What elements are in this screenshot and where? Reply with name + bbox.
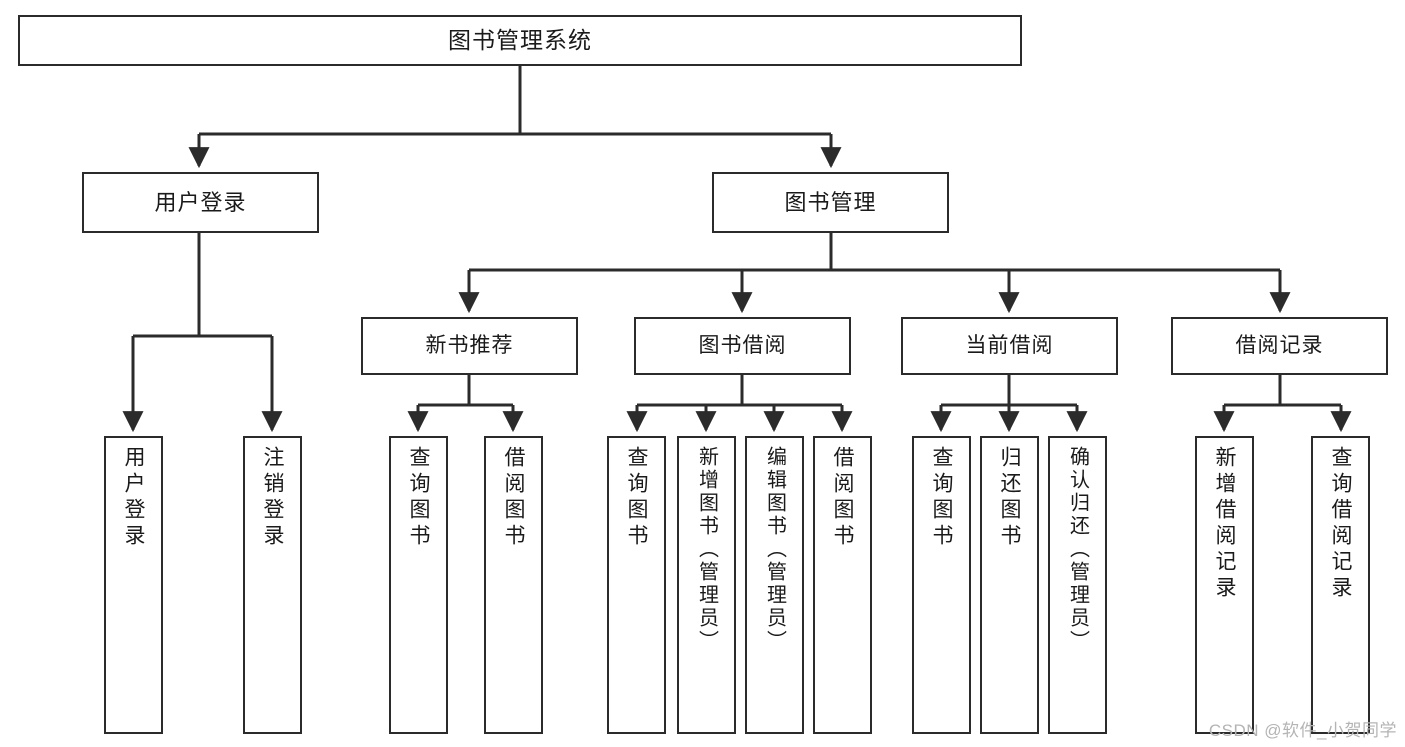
node-leaf-user-login-label: 用户登录	[122, 446, 145, 550]
node-leaf-confirm-return-label: 确认归还（管理员）	[1066, 446, 1089, 653]
node-leaf-add-record-label: 新增借阅记录	[1213, 446, 1236, 602]
node-current-borrow-label: 当前借阅	[965, 333, 1054, 357]
node-leaf-user-logout[interactable]: 注销登录	[243, 436, 302, 734]
node-leaf-query-book-1-label: 查询图书	[407, 446, 430, 550]
node-leaf-add-record[interactable]: 新增借阅记录	[1195, 436, 1254, 734]
node-leaf-query-book-3-label: 查询图书	[930, 446, 953, 550]
node-leaf-query-book-3[interactable]: 查询图书	[912, 436, 971, 734]
node-user-login-label: 用户登录	[154, 189, 247, 215]
node-leaf-confirm-return[interactable]: 确认归还（管理员）	[1048, 436, 1107, 734]
node-leaf-add-book-label: 新增图书（管理员）	[695, 446, 718, 653]
node-new-book-rec-label: 新书推荐	[425, 333, 514, 357]
node-borrow-record-label: 借阅记录	[1235, 333, 1324, 357]
node-leaf-borrow-book-1[interactable]: 借阅图书	[484, 436, 543, 734]
node-leaf-edit-book-label: 编辑图书（管理员）	[763, 446, 786, 653]
node-book-manage-label: 图书管理	[784, 189, 877, 215]
node-leaf-borrow-book-2[interactable]: 借阅图书	[813, 436, 872, 734]
node-new-book-rec[interactable]: 新书推荐	[361, 317, 578, 375]
node-book-manage[interactable]: 图书管理	[712, 172, 949, 233]
node-leaf-borrow-book-1-label: 借阅图书	[502, 446, 525, 550]
node-book-borrow[interactable]: 图书借阅	[634, 317, 851, 375]
node-book-borrow-label: 图书借阅	[698, 333, 787, 357]
node-leaf-edit-book[interactable]: 编辑图书（管理员）	[745, 436, 804, 734]
node-leaf-user-logout-label: 注销登录	[261, 446, 284, 550]
node-leaf-query-book-2-label: 查询图书	[625, 446, 648, 550]
node-leaf-query-book-1[interactable]: 查询图书	[389, 436, 448, 734]
node-current-borrow[interactable]: 当前借阅	[901, 317, 1118, 375]
watermark: CSDN @软件_小贺同学	[1208, 721, 1397, 740]
node-leaf-query-record-label: 查询借阅记录	[1329, 446, 1352, 602]
node-leaf-query-record[interactable]: 查询借阅记录	[1311, 436, 1370, 734]
node-leaf-query-book-2[interactable]: 查询图书	[607, 436, 666, 734]
node-leaf-borrow-book-2-label: 借阅图书	[831, 446, 854, 550]
node-borrow-record[interactable]: 借阅记录	[1171, 317, 1388, 375]
node-root[interactable]: 图书管理系统	[18, 15, 1022, 66]
node-leaf-return-book-label: 归还图书	[998, 446, 1021, 550]
node-root-label: 图书管理系统	[448, 26, 592, 53]
node-leaf-user-login[interactable]: 用户登录	[104, 436, 163, 734]
node-user-login[interactable]: 用户登录	[82, 172, 319, 233]
node-leaf-add-book[interactable]: 新增图书（管理员）	[677, 436, 736, 734]
node-leaf-return-book[interactable]: 归还图书	[980, 436, 1039, 734]
